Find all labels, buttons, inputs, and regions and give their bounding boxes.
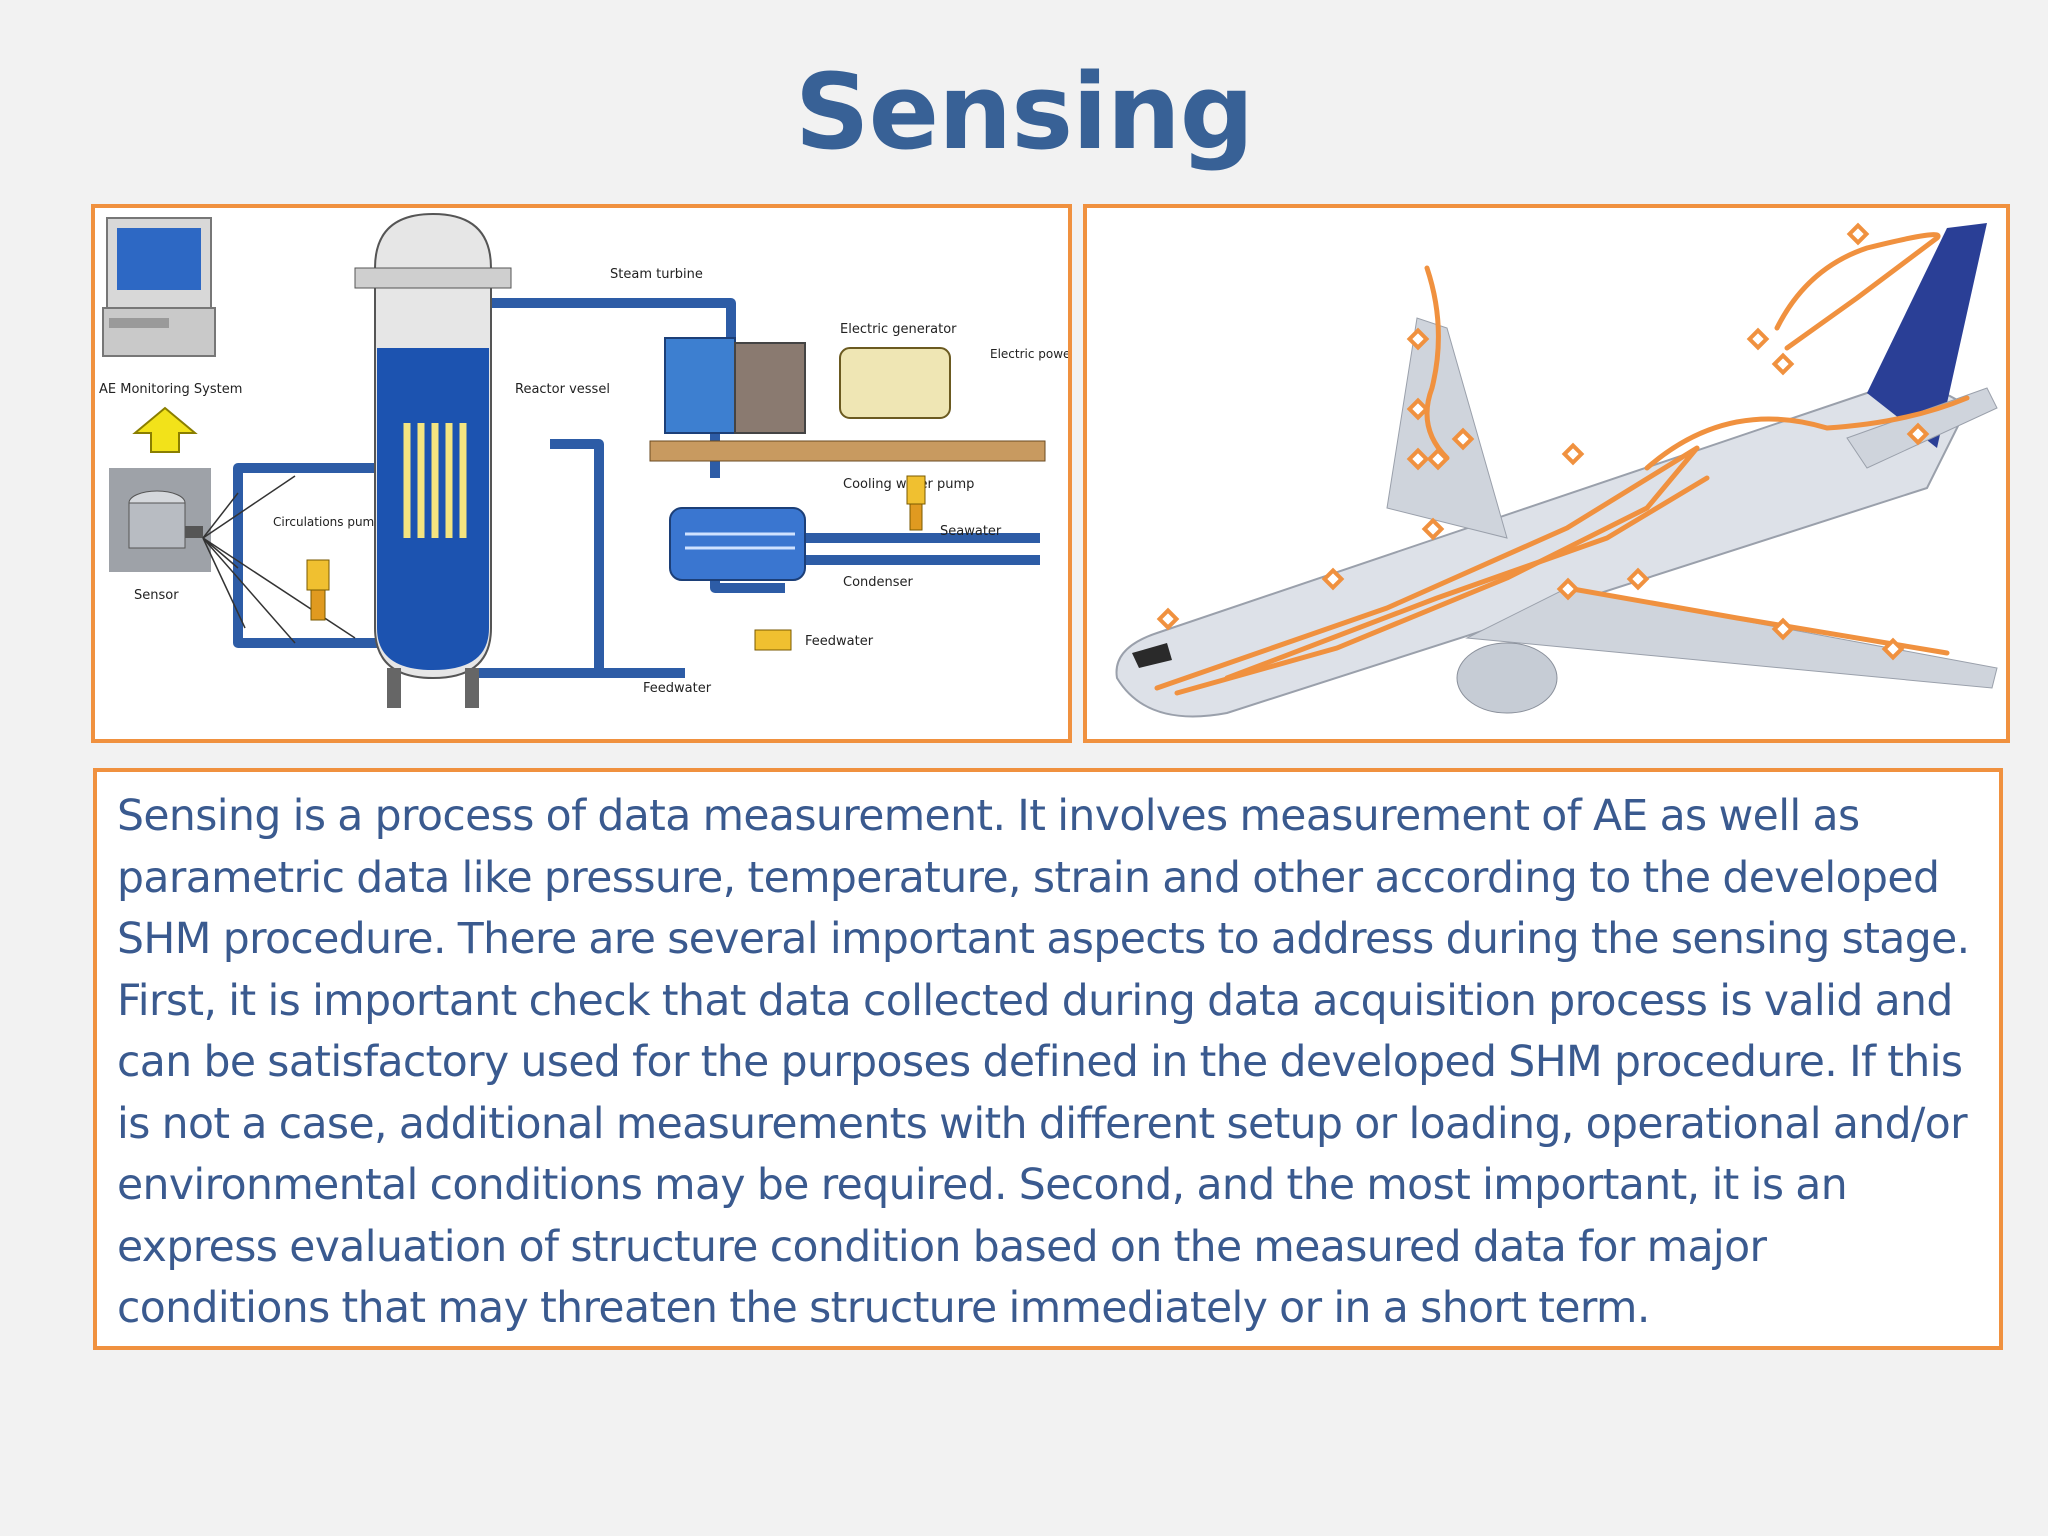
sensor-leads xyxy=(202,475,356,644)
aircraft xyxy=(1115,223,1998,718)
sensor-label: Sensor xyxy=(134,588,179,603)
aircraft-panel xyxy=(1083,204,2010,743)
cooling-water-pump xyxy=(906,475,926,531)
reactor-vessel-label: Reactor vessel xyxy=(515,382,610,397)
description-box: Sensing is a process of data measurement… xyxy=(93,768,2003,1350)
feedwater-pump xyxy=(754,629,792,651)
up-arrow-icon xyxy=(132,406,198,453)
aircraft-illustration xyxy=(1115,222,1998,718)
ae-monitoring-label: AE Monitoring System xyxy=(99,382,242,397)
description-text: Sensing is a process of data measurement… xyxy=(117,792,1970,1333)
steam-turbine-label: Steam turbine xyxy=(610,267,703,282)
circulation-pump xyxy=(306,559,330,621)
ae-monitoring-computer xyxy=(102,217,216,357)
sensor-photo xyxy=(109,468,211,572)
damage-markup xyxy=(1154,232,1970,696)
turbine-generator xyxy=(649,337,1046,462)
circulation-pump-label: Circulations pump xyxy=(273,515,382,529)
plant-diagram: AE Monitoring System Sensor Circulations… xyxy=(99,212,1068,708)
electric-generator-label: Electric generator xyxy=(840,322,957,337)
sensor-markers xyxy=(1156,222,1930,661)
condenser-label: Condenser xyxy=(843,575,914,590)
feedwater-right-label: Feedwater xyxy=(805,634,874,649)
seawater-label: Seawater xyxy=(940,524,1002,539)
plant-diagram-panel: AE Monitoring System Sensor Circulations… xyxy=(91,204,1072,743)
slide-title: Sensing xyxy=(794,51,1255,173)
electric-power-label: Electric power xyxy=(990,347,1068,361)
feedwater-bottom-label: Feedwater xyxy=(643,681,712,696)
reactor-vessel xyxy=(354,212,512,708)
condenser xyxy=(669,507,806,581)
